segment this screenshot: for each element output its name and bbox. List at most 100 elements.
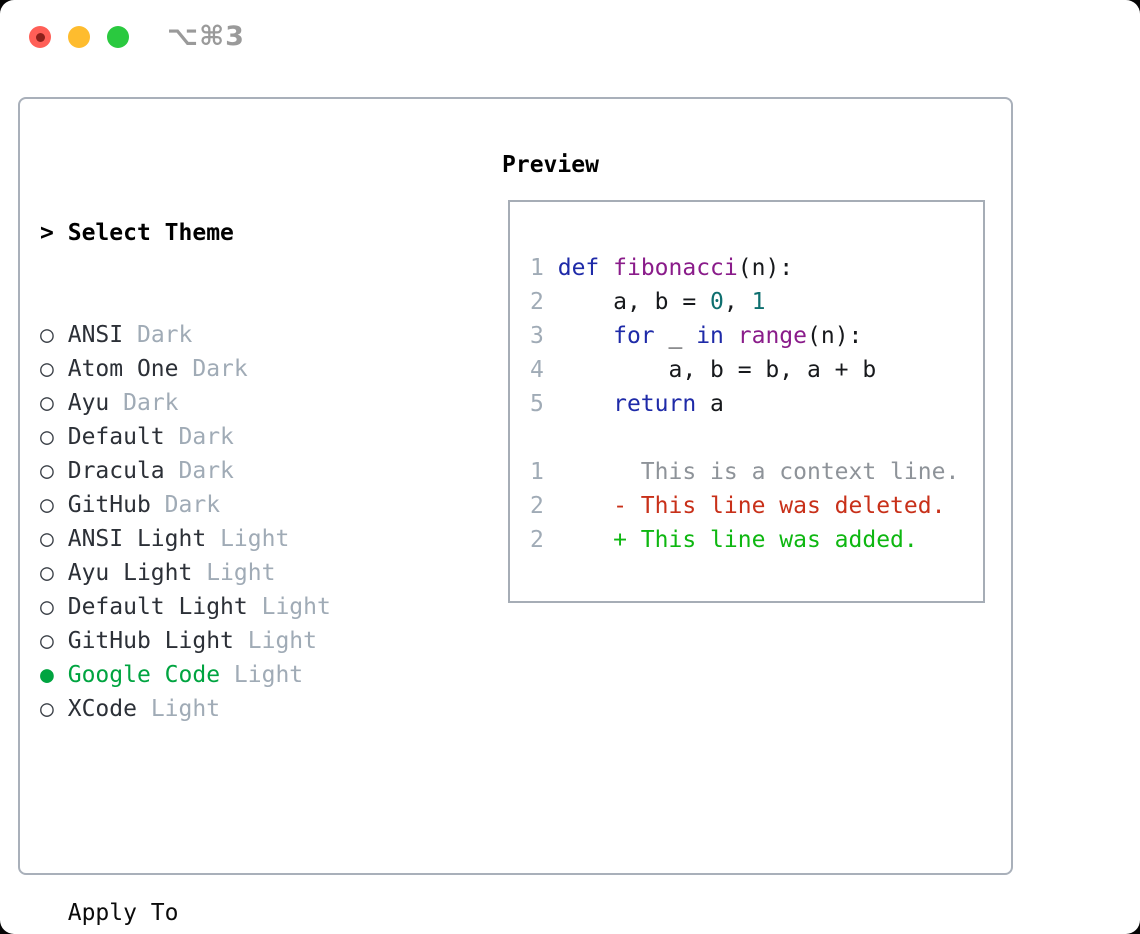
code-line: 2 a, b = 0, 1 (530, 285, 983, 319)
theme-option-default-light[interactable]: ○ Default Light Light (40, 590, 428, 624)
theme-variant-tag: Light (206, 560, 276, 586)
theme-name: Default (67, 424, 165, 450)
theme-option-default[interactable]: ○ Default Dark (40, 420, 428, 454)
line-number: 5 (530, 391, 544, 417)
code-token: range (737, 323, 808, 349)
select-theme-title: Select Theme (67, 220, 234, 246)
theme-option-ansi[interactable]: ○ ANSI Dark (40, 318, 428, 352)
diff-text-del: - This line was deleted. (557, 493, 946, 519)
code-token: 0 (710, 289, 724, 315)
main-panel: > Select Theme ○ ANSI Dark○ Atom One Dar… (18, 97, 1013, 926)
blank-line (530, 421, 983, 455)
code-token: for (613, 323, 655, 349)
code-token: return (613, 391, 697, 417)
theme-variant-tag: Light (247, 628, 317, 654)
theme-list: ○ ANSI Dark○ Atom One Dark○ Ayu Dark○ De… (40, 318, 428, 726)
theme-option-ayu-light[interactable]: ○ Ayu Light Light (40, 556, 428, 590)
diff-line: 2 - This line was deleted. (530, 489, 983, 523)
theme-name: ANSI (67, 322, 124, 348)
code-token: (n): (737, 255, 794, 281)
theme-name: Atom One (67, 356, 179, 382)
code-token: _ (654, 323, 697, 349)
window-shortcut-label: ⌥⌘3 (167, 21, 245, 52)
theme-variant-tag: Dark (123, 390, 179, 416)
code-token (558, 391, 613, 417)
radio-selected-icon: ● (40, 662, 54, 688)
maximize-button[interactable] (107, 26, 129, 48)
code-token: a, b = (557, 289, 711, 315)
line-number: 4 (530, 357, 544, 383)
radio-unselected-icon: ○ (40, 628, 54, 654)
theme-variant-tag: Light (150, 696, 221, 722)
focus-pointer-icon: > (40, 220, 54, 246)
theme-variant-tag: Dark (192, 356, 248, 382)
theme-name: ANSI Light (67, 526, 207, 552)
line-number: 2 (530, 527, 544, 553)
code-token: def (557, 255, 600, 281)
diff-text-ctx: This is a context line. (557, 459, 960, 485)
code-token: , (723, 289, 752, 315)
code-token (558, 323, 613, 349)
radio-unselected-icon: ○ (40, 458, 54, 484)
theme-variant-tag: Dark (178, 458, 234, 484)
code-token: fibonacci (613, 255, 738, 281)
apply-to-header: Apply To (40, 896, 428, 930)
code-token: a, b = b, a + b (557, 357, 877, 383)
theme-name: Dracula (67, 458, 165, 484)
line-number: 3 (530, 323, 544, 349)
radio-unselected-icon: ○ (40, 526, 54, 552)
radio-unselected-icon: ○ (40, 492, 54, 518)
theme-option-xcode[interactable]: ○ XCode Light (40, 692, 428, 726)
theme-name: Ayu Light (67, 560, 193, 586)
diff-line: 1 This is a context line. (530, 455, 983, 489)
theme-option-dracula[interactable]: ○ Dracula Dark (40, 454, 428, 488)
theme-option-ansi-light[interactable]: ○ ANSI Light Light (40, 522, 428, 556)
theme-variant-tag: Light (233, 662, 304, 688)
preview-title: Preview (502, 152, 599, 178)
theme-variant-tag: Dark (178, 424, 234, 450)
code-line: 3 for _ in range(n): (530, 319, 983, 353)
code-token: a (696, 391, 724, 417)
code-line: 5 return a (530, 387, 983, 421)
spacer (40, 794, 428, 828)
theme-name: Default Light (67, 594, 248, 620)
theme-name: GitHub Light (67, 628, 234, 654)
close-dot-icon (35, 32, 45, 42)
radio-unselected-icon: ○ (40, 696, 54, 722)
theme-option-atom-one[interactable]: ○ Atom One Dark (40, 352, 428, 386)
radio-unselected-icon: ○ (40, 424, 54, 450)
left-column: > Select Theme ○ ANSI Dark○ Atom One Dar… (40, 148, 428, 934)
theme-name: Ayu (67, 390, 110, 416)
diff-line: 2 + This line was added. (530, 523, 983, 557)
line-number: 2 (530, 493, 544, 519)
code-token: (n): (807, 323, 863, 349)
select-theme-header: > Select Theme (40, 216, 428, 250)
theme-variant-tag: Light (261, 594, 331, 620)
radio-unselected-icon: ○ (40, 594, 54, 620)
code-token (599, 255, 613, 281)
theme-option-ayu[interactable]: ○ Ayu Dark (40, 386, 428, 420)
code-token: 1 (751, 289, 766, 315)
theme-variant-tag: Dark (164, 492, 221, 518)
theme-option-google-code[interactable]: ● Google Code Light (40, 658, 428, 692)
theme-name: Google Code (67, 662, 221, 688)
line-number: 1 (530, 255, 544, 281)
theme-option-github[interactable]: ○ GitHub Dark (40, 488, 428, 522)
theme-variant-tag: Light (220, 526, 290, 552)
minimize-button[interactable] (68, 26, 90, 48)
theme-name: GitHub (67, 492, 151, 518)
close-button[interactable] (29, 26, 51, 48)
theme-name: XCode (67, 696, 137, 722)
code-line: 4 a, b = b, a + b (530, 353, 983, 387)
radio-unselected-icon: ○ (40, 356, 54, 382)
code-line: 1 def fibonacci(n): (530, 251, 983, 285)
code-token (724, 323, 738, 349)
code-token: in (696, 323, 724, 349)
line-number: 2 (530, 289, 544, 315)
theme-variant-tag: Dark (136, 322, 193, 348)
theme-option-github-light[interactable]: ○ GitHub Light Light (40, 624, 428, 658)
apply-to-title: Apply To (67, 900, 179, 926)
diff-text-add: + This line was added. (557, 527, 918, 553)
